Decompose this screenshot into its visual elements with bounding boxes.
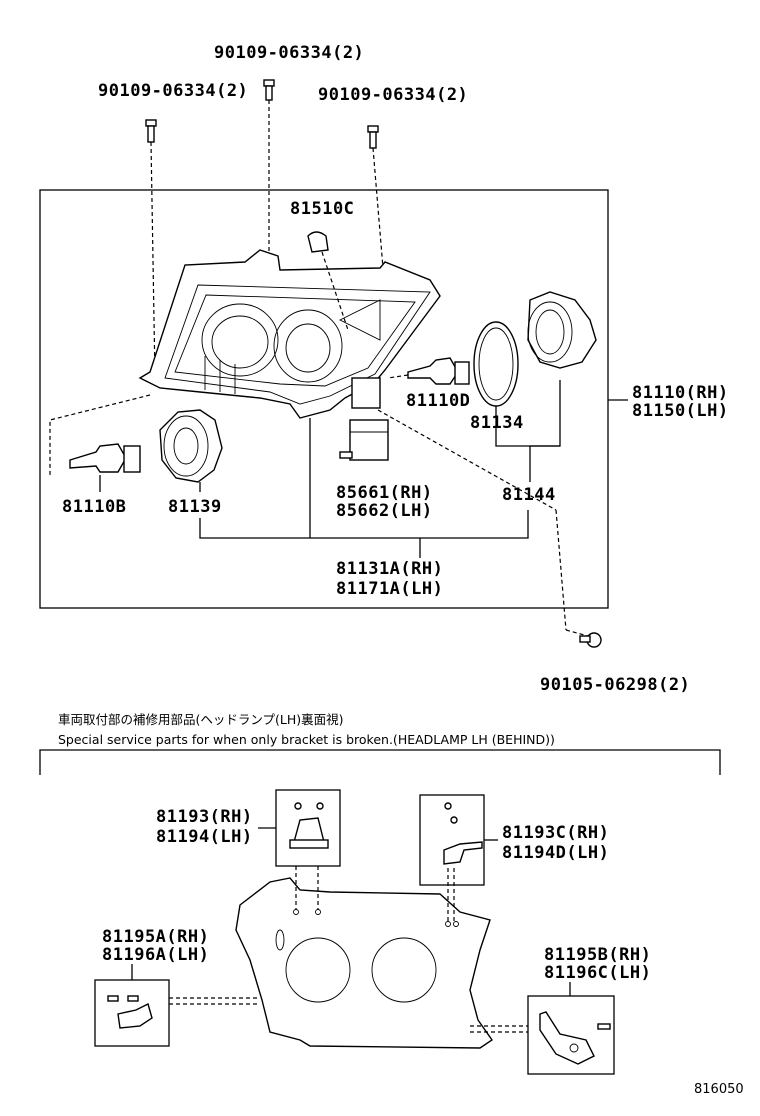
label-bulb-81510c: 81510C xyxy=(290,199,355,219)
label-bulb-81110d: 81110D xyxy=(406,391,471,411)
note-japanese: 車両取付部の補修用部品(ヘッドランプ(LH)裏面視) xyxy=(58,712,344,727)
label-bracket-right-rh: 81195B(RH) xyxy=(544,945,652,965)
label-bolt-top: 90109-06334(2) xyxy=(214,43,365,63)
label-bracket-right-lh: 81196C(LH) xyxy=(544,963,652,983)
label-motor-lh: 85662(LH) xyxy=(336,501,433,521)
screw-bottom-icon xyxy=(579,632,602,648)
label-bracket-left-lh: 81196A(LH) xyxy=(102,945,210,965)
label-gasket-81134: 81134 xyxy=(470,413,524,433)
label-bracket-left-rh: 81195A(RH) xyxy=(102,927,210,947)
leveling-motor-icon xyxy=(339,419,389,461)
bolt-top-icon xyxy=(263,79,275,101)
assembly-frame xyxy=(39,189,609,609)
gasket-81134-icon xyxy=(473,321,519,407)
label-unit-rh: 81131A(RH) xyxy=(336,559,444,579)
bolt-right-icon xyxy=(367,125,379,149)
bracket-81193c-box xyxy=(419,794,485,886)
label-cover-81139: 81139 xyxy=(168,497,222,517)
label-bracket-top-left-rh: 81193(RH) xyxy=(156,807,253,827)
cover-81144-icon xyxy=(527,291,597,369)
bulb-81110b-icon xyxy=(69,443,141,473)
bracket-81195b-icon xyxy=(539,1011,611,1065)
label-cover-81144: 81144 xyxy=(502,485,556,505)
bracket-81193c-icon xyxy=(443,802,483,865)
headlamp-housing-icon xyxy=(138,249,441,419)
diagram-id: 816050 xyxy=(694,1082,744,1097)
bulb-81510c-icon xyxy=(307,231,329,253)
label-unit-lh: 81171A(LH) xyxy=(336,579,444,599)
bolt-left-icon xyxy=(145,119,157,143)
label-bulb-81110b: 81110B xyxy=(62,497,127,517)
label-bolt-left: 90109-06334(2) xyxy=(98,81,249,101)
cover-81139-icon xyxy=(159,409,223,483)
label-screw-bottom: 90105-06298(2) xyxy=(540,675,691,695)
headlamp-back-icon xyxy=(235,877,493,1049)
bracket-81195b-box xyxy=(527,995,615,1075)
label-bracket-top-right-lh: 81194D(LH) xyxy=(502,843,610,863)
label-bracket-top-left-lh: 81194(LH) xyxy=(156,827,253,847)
bracket-81193-icon xyxy=(289,802,329,849)
bracket-81195a-icon xyxy=(107,995,153,1029)
bulb-81110d-icon xyxy=(407,357,470,385)
label-bolt-right: 90109-06334(2) xyxy=(318,85,469,105)
label-bracket-top-right-rh: 81193C(RH) xyxy=(502,823,610,843)
label-headlamp-assy-rh: 81110(RH) xyxy=(632,383,729,403)
note-english: Special service parts for when only brac… xyxy=(58,732,555,747)
lower-section-frame xyxy=(39,749,721,775)
label-motor-rh: 85661(RH) xyxy=(336,483,433,503)
label-headlamp-assy-lh: 81150(LH) xyxy=(632,401,729,421)
